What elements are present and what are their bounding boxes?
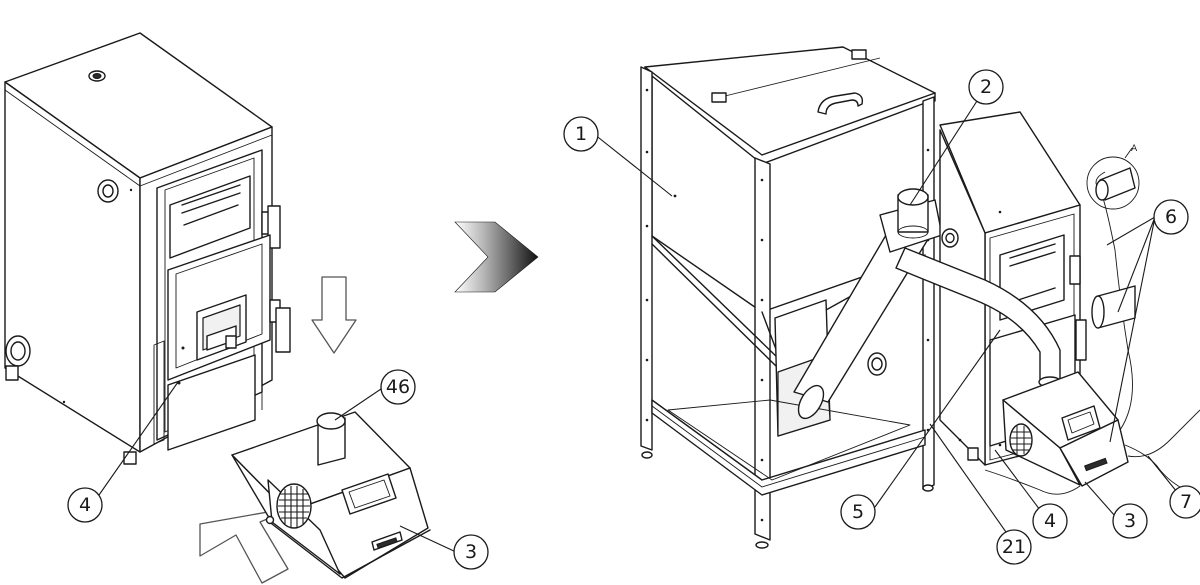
callout-right-6: 6 — [1153, 199, 1189, 235]
callout-right-5: 5 — [840, 494, 876, 530]
callout-label: 1 — [575, 123, 587, 145]
detail-a-label: A — [1131, 144, 1138, 154]
callout-right-3: 3 — [1112, 503, 1148, 539]
transition-arrow-icon — [454, 221, 539, 293]
detail-a: A — [1086, 144, 1140, 210]
callout-left-46: 46 — [380, 369, 416, 405]
callout-label: 7 — [1180, 491, 1192, 513]
callout-label: 6 — [1165, 206, 1177, 228]
callout-right-21: 21 — [996, 529, 1032, 565]
callout-label: 2 — [980, 76, 992, 98]
fuel-inlet — [316, 412, 346, 430]
callout-left-4: 4 — [67, 487, 103, 523]
insert-down-arrow — [311, 276, 357, 354]
callout-label: 46 — [386, 376, 410, 398]
callout-right-7: 7 — [1169, 485, 1200, 519]
callout-label: 3 — [1124, 510, 1136, 532]
callout-right-4: 4 — [1032, 503, 1068, 539]
auger-motor — [897, 188, 929, 206]
leader-lines — [98, 86, 1182, 553]
pellet-burner-left — [231, 411, 431, 579]
boiler-left — [4, 32, 291, 465]
callout-left-3: 3 — [453, 534, 489, 570]
callout-label: 21 — [1002, 536, 1026, 558]
cables — [984, 171, 1200, 497]
callout-right-1: 1 — [563, 116, 599, 152]
fan-grille-right — [1009, 423, 1033, 457]
callout-right-2: 2 — [968, 69, 1004, 105]
callout-label: 4 — [1044, 510, 1056, 532]
lower-door — [167, 354, 256, 451]
burner-display — [341, 473, 397, 515]
callout-label: 5 — [852, 501, 864, 523]
callout-label: 4 — [79, 494, 91, 516]
callout-label: 3 — [465, 541, 477, 563]
detail-a-circle — [1086, 156, 1140, 210]
pellet-hopper — [640, 46, 943, 549]
